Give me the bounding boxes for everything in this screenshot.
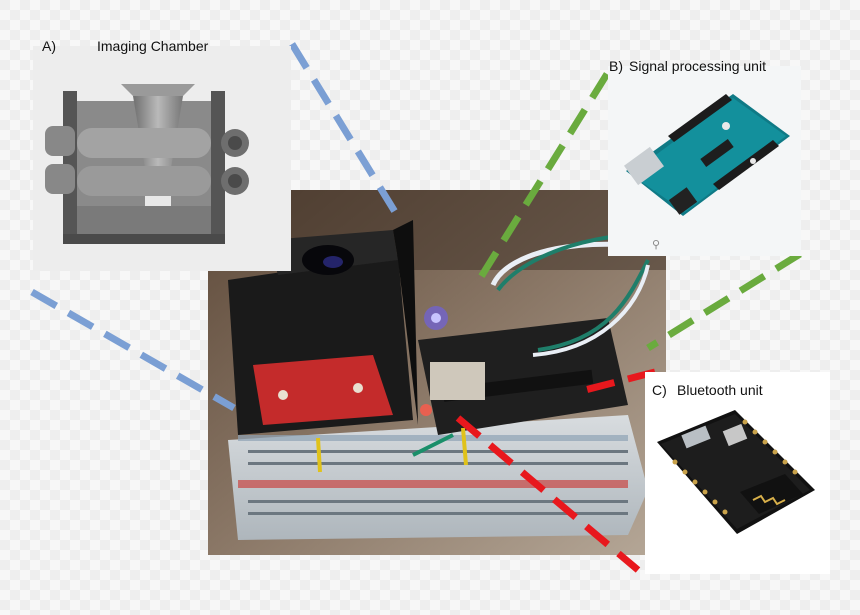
- panel-a-letter: A): [42, 38, 56, 54]
- zoom-icon[interactable]: ⚲: [652, 238, 661, 251]
- panel-imaging-chamber: [33, 46, 291, 271]
- panel-bluetooth: [645, 372, 830, 574]
- connector-c-top: [584, 368, 656, 394]
- panel-signal-processing: ⚲: [608, 66, 801, 256]
- arduino-board-photo: [608, 66, 801, 256]
- panel-a-title: Imaging Chamber: [97, 38, 209, 54]
- connector-a-top: [289, 42, 403, 222]
- panel-b-title: Signal processing unit: [629, 58, 766, 74]
- panel-c-letter: C): [652, 382, 667, 398]
- connector-b-top: [473, 72, 610, 287]
- imaging-chamber-render: [33, 46, 291, 271]
- panel-b-letter: B): [609, 58, 623, 74]
- bluetooth-board-photo: [645, 372, 830, 574]
- panel-c-title: Bluetooth unit: [677, 382, 763, 398]
- device-photo: [208, 190, 666, 555]
- connector-a-bottom: [30, 288, 236, 412]
- connector-b-bottom: [646, 251, 802, 351]
- connector-c-bottom: [455, 415, 641, 573]
